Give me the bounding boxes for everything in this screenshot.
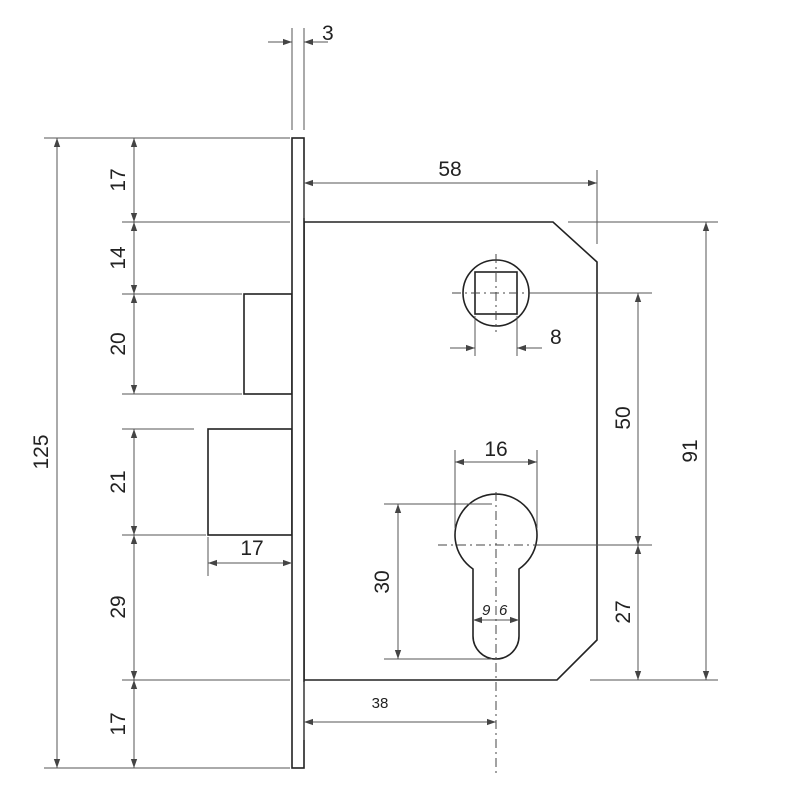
label-top-margin: 17 [107,168,130,191]
label-bottom-margin: 17 [107,712,130,735]
faceplate [291,137,305,769]
label-deadbolt-throw: 17 [240,537,263,560]
label-spindle-to-cylinder: 50 [612,406,635,429]
label-cylinder-to-bottom: 27 [612,600,635,623]
label-slot-9: 9 [482,602,491,619]
label-deadbolt-height: 21 [107,470,130,493]
label-latch-height: 20 [107,332,130,355]
label-body-width: 58 [438,158,461,181]
dimension-lines [53,38,710,768]
label-lower-span: 29 [107,595,130,618]
label-cylinder-height: 30 [371,570,394,593]
label-cylinder-width: 16 [484,438,507,461]
label-backset: 38 [372,695,389,712]
label-total-height: 125 [30,434,53,469]
label-body-height: 91 [679,439,702,462]
dead-bolt [207,428,293,536]
label-bolt-offset: 14 [107,246,130,270]
label-slot-6: 6 [499,602,508,619]
lock-geometry [207,137,598,775]
label-spindle-square: 8 [550,326,562,349]
latch-bolt [243,293,293,395]
lock-body [303,221,598,681]
label-faceplate-thickness: 3 [322,22,334,45]
dimension-labels: 3 58 8 16 9 6 17 38 125 17 14 20 21 29 1… [30,22,702,736]
